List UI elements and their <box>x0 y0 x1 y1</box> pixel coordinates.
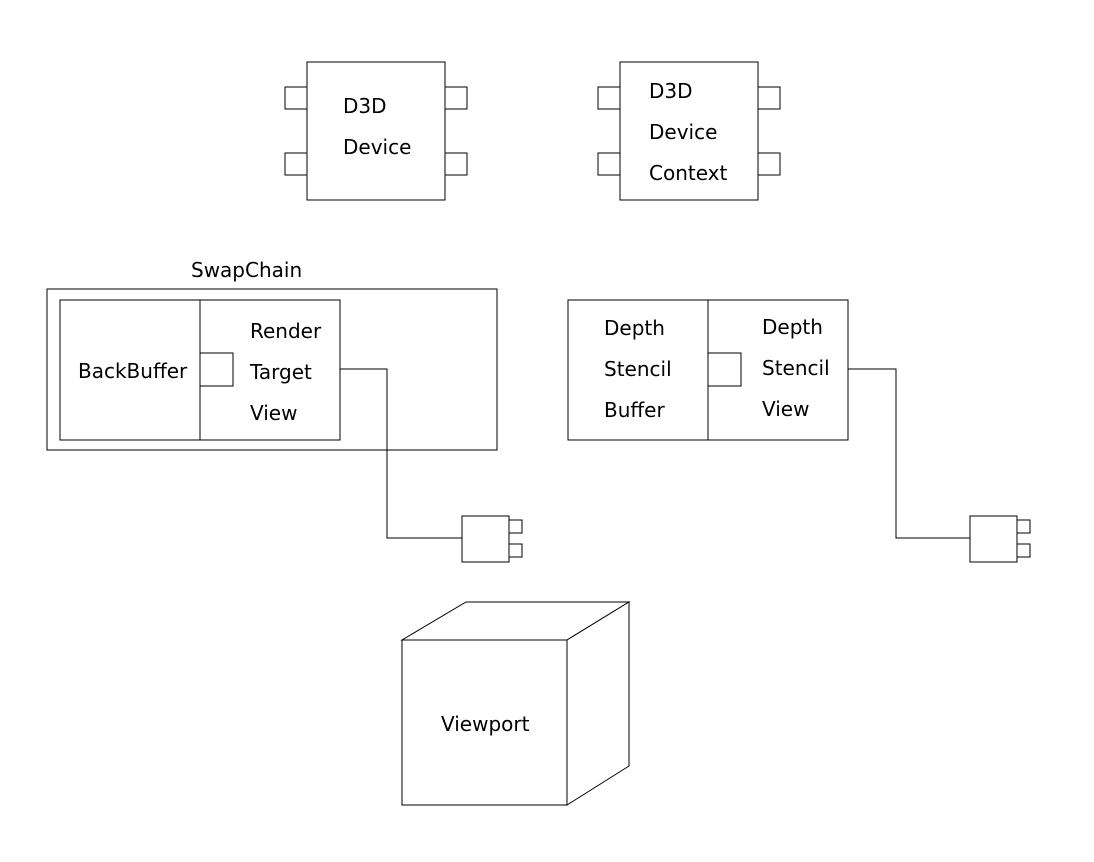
dsb-label-line-3: Buffer <box>604 398 665 422</box>
backbuffer-label: BackBuffer <box>78 359 188 383</box>
d3d-device-port-left-top <box>284 86 308 110</box>
d3d-device-component: D3D Device <box>284 61 468 201</box>
swapchain-package: SwapChain BackBuffer Render Target View <box>46 258 498 451</box>
rtv-output-port-pin-bottom <box>508 543 523 558</box>
d3d-device-label-line-1: D3D <box>343 94 387 118</box>
d3d-device-context-label-line-1: D3D <box>649 79 693 103</box>
d3d-device-context-port-left-bottom <box>597 152 621 176</box>
d3d-device-port-right-top <box>444 86 468 110</box>
rtv-label-line-1: Render <box>250 319 322 343</box>
d3d-device-label-line-2: Device <box>343 135 411 159</box>
d3d-device-context-port-right-bottom <box>757 152 781 176</box>
swapchain-title: SwapChain <box>191 258 302 282</box>
d3d-device-context-port-left-top <box>597 86 621 110</box>
d3d-device-context-label-line-3: Context <box>649 161 728 185</box>
rtv-label-line-2: Target <box>249 360 312 384</box>
backbuffer-rtv-connector <box>199 352 234 387</box>
dsb-label-line-1: Depth <box>604 316 665 340</box>
rtv-label-line-3: View <box>250 401 297 425</box>
d3d-device-context-port-right-top <box>757 86 781 110</box>
d3d-device-context-component: D3D Device Context <box>597 61 781 201</box>
d3d-device-port-right-bottom <box>444 152 468 176</box>
rtv-output-port <box>461 515 523 563</box>
viewport-node: Viewport <box>400 601 631 806</box>
dsv-output-port-pin-bottom <box>1016 543 1031 558</box>
dsv-label-line-1: Depth <box>762 315 823 339</box>
dsv-connection-wire <box>848 368 970 539</box>
d3d-device-body <box>306 61 446 201</box>
d3d-device-port-left-bottom <box>284 152 308 176</box>
dsb-label-line-2: Stencil <box>604 357 672 381</box>
rtv-output-port-body <box>461 515 510 563</box>
viewport-label: Viewport <box>441 712 530 736</box>
dsv-output-port-pin-top <box>1016 519 1031 534</box>
rtv-connection-wire <box>340 368 462 539</box>
dsv-label-line-2: Stencil <box>762 356 830 380</box>
dsv-output-port <box>969 515 1031 563</box>
dsv-label-line-3: View <box>762 397 809 421</box>
rtv-output-port-pin-top <box>508 519 523 534</box>
d3d-device-context-body <box>619 61 759 201</box>
d3d-device-context-label-line-2: Device <box>649 120 717 144</box>
viewport-node-front-face <box>401 639 568 806</box>
dsb-dsv-connector <box>707 352 742 387</box>
dsv-output-port-body <box>969 515 1018 563</box>
depth-stencil-group: Depth Stencil Buffer Depth Stencil View <box>567 299 849 441</box>
backbuffer-box <box>59 299 201 441</box>
